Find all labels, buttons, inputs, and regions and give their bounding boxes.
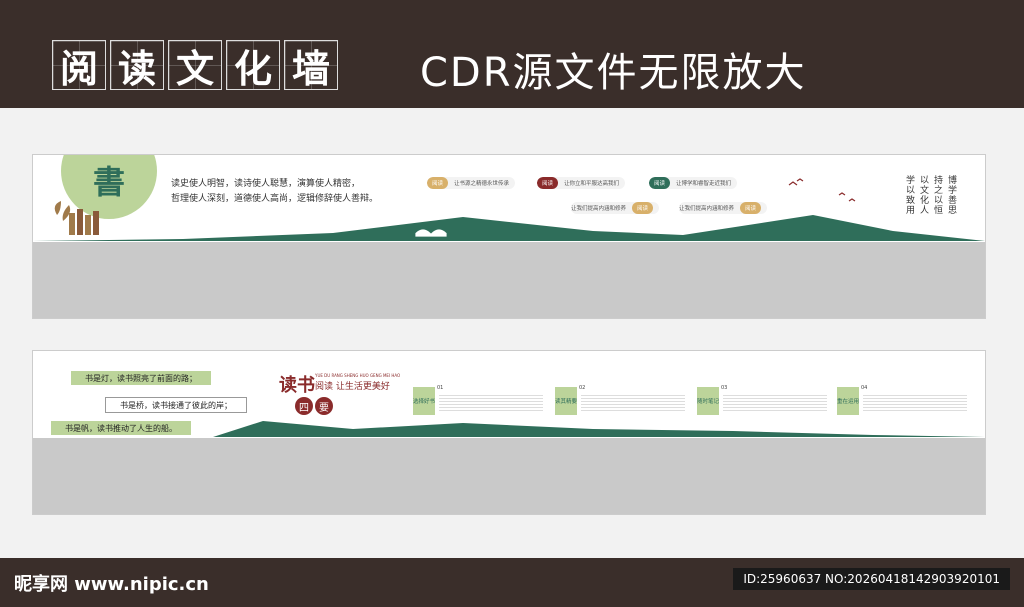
tip-label: 选择好书 [413,387,435,415]
hills-graphic [213,421,985,437]
title-chars: 阅 读 文 化 墙 [52,40,338,91]
four-essentials-badge: 四 要 [295,397,335,417]
title-char: 阅 [52,40,106,91]
tip-label: 随时笔记 [697,387,719,415]
header-bar: 阅 读 文 化 墙 CDR源文件无限放大 [0,0,1024,108]
footer-bar: 昵享网 www.nipic.cn ID:25960637 NO:20260418… [0,558,1024,607]
pill-tag: 阅读 [649,177,671,189]
pill-text: 让你立和平服达高我们 [564,181,620,187]
vertical-text: 持之以恒 [932,175,942,215]
tip-number: 02 [579,385,586,391]
metaphor-label: 书是灯，读书照亮了前面的路； [71,371,211,385]
tip-card: 重在运用 04 [837,385,975,415]
vertical-text: 以文化人 [918,175,928,215]
vertical-text: 学以致用 [904,175,914,215]
reading-pill: 阅读 让书源之精德永世传承 [427,177,516,189]
books-icon [54,201,99,235]
ground-gray [33,242,985,318]
pill-text: 让我们提高内涵和修养 [679,206,735,212]
vertical-text: 博学善思 [946,175,956,215]
pill-tag: 阅读 [632,202,654,214]
brand-watermark: 昵享网 www.nipic.cn [14,574,209,595]
tip-number: 01 [437,385,444,391]
hills-graphic [33,215,985,241]
pill-tag: 阅读 [537,177,559,189]
tip-body [581,393,685,413]
metaphor-label: 书是帆，读书推动了人生的船。 [51,421,191,435]
tip-number: 03 [721,385,728,391]
tip-label: 重在运用 [837,387,859,415]
badge-char: 書 [93,163,126,201]
subtitle: CDR源文件无限放大 [420,50,807,96]
birds-icon [788,178,856,202]
tip-number: 04 [861,385,868,391]
pill-text: 让我们提高内涵和修养 [571,206,627,212]
title-char: 文 [168,40,222,91]
badge-char: 要 [315,397,333,415]
badge-char: 四 [295,397,313,415]
tip-card: 选择好书 01 [413,385,551,415]
ground-gray [33,438,985,514]
title-char: 墙 [284,40,338,91]
image-id: ID:25960637 NO:20260418142903920101 [733,568,1010,590]
tip-body [863,393,967,413]
tip-card: 读其精要 02 [555,385,693,415]
pill-text: 让博学和睿智走近我们 [676,181,732,187]
section-heading: 读书 [279,375,315,396]
title-char: 读 [110,40,164,91]
reading-pill: 阅读 让博学和睿智走近我们 [649,177,738,189]
pill-text: 让书源之精德永世传承 [454,181,510,187]
metaphor-label: 书是桥，读书接通了彼此的岸； [105,397,247,413]
reading-pill: 让我们提高内涵和修养 阅读 [679,202,768,214]
pinyin-text: YUE DU RANG SHENG HUO GENG MEI HAO [315,373,401,378]
tip-body [723,393,827,413]
tip-card: 随时笔记 03 [697,385,835,415]
wall-panel-top: 書 读史使人明智，读诗使人聪慧，演算使人精密， 哲理使人深刻，道德使人高尚，逻辑… [32,154,986,319]
pill-tag: 阅读 [740,202,762,214]
wall-panel-bottom: 书是灯，读书照亮了前面的路； 书是桥，读书接通了彼此的岸； 书是帆，读书推动了人… [32,350,986,515]
tip-label: 读其精要 [555,387,577,415]
pill-tag: 阅读 [427,177,449,189]
quote-line: 哲理使人深刻，道德使人高尚，逻辑修辞使人善辩。 [171,194,379,204]
quote-line: 读史使人明智，读诗使人聪慧，演算使人精密， [171,179,361,189]
slogan-text: 阅读 让生活更美好 [315,382,390,392]
reading-pill: 阅读 让你立和平服达高我们 [537,177,626,189]
tip-body [439,393,543,413]
title-char: 化 [226,40,280,91]
reading-pill: 让我们提高内涵和修养 阅读 [571,202,660,214]
